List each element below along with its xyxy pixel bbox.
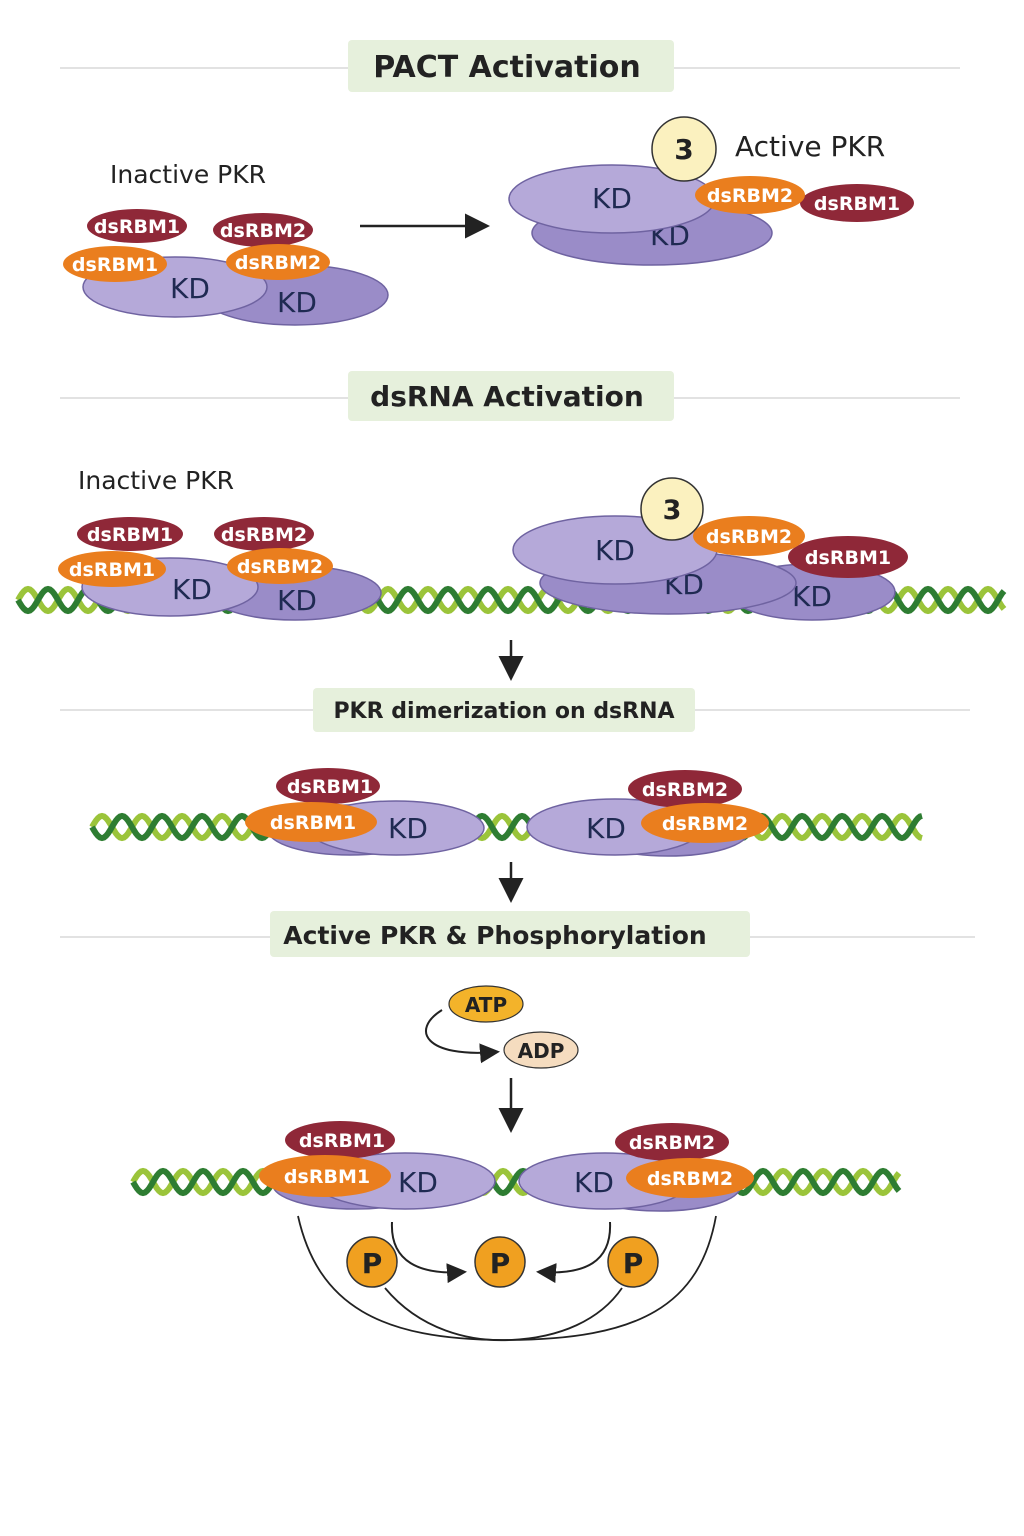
dsrbm1-label: dsRBM1 [805,547,891,569]
kd-label: KD [574,1166,614,1199]
pact-active-pkr: KD KD dsRBM1 dsRBM2 3 [508,116,914,266]
dsrbm2-label: dsRBM2 [235,252,321,274]
kd-label: KD [170,272,210,305]
adp-label: ADP [518,1039,565,1063]
phospho-arrow [536,1221,612,1284]
dsrbm2-domain [226,244,330,280]
dsrna-active-pkr: KD KD KD dsRBM1 dsRBM2 3 [512,477,908,621]
dsrbm2-domain [615,1123,729,1161]
dsrbm2-domain [641,803,769,843]
dsrna-helix [89,812,923,842]
dsrbm2-domain [227,548,333,584]
dsrna-header-box [348,371,674,421]
phospho-header-box [270,911,750,957]
section-phosphorylation: Active PKR & Phosphorylation ATP ADP KD … [60,911,975,1342]
dsrbm2-label: dsRBM2 [220,220,306,242]
pact-badge [640,477,704,541]
dsrbm1-domain [285,1121,395,1159]
dsrbm1-label: dsRBM1 [299,1130,385,1152]
dsrbm1-label: dsRBM1 [87,524,173,546]
dsrbm1-domain [87,209,187,243]
adp-molecule [503,1031,579,1069]
dsrbm2-domain [695,176,805,214]
rna-strand-dark [89,812,923,842]
section-dimerization: PKR dimerization on dsRNA KD dsRBM1 dsRB… [60,688,970,903]
phospho-title: Active PKR & Phosphorylation [283,921,706,950]
dsrbm1-domain [63,246,167,282]
dsrbm2-label: dsRBM2 [662,813,748,835]
rna-strand-dark [130,1167,902,1197]
phosphate-group [474,1236,526,1288]
phosphate-label: P [362,1247,383,1280]
section-pact: PACT Activation Inactive PKR KD KD dsRBM… [60,40,960,326]
phospho-left-pkr: KD dsRBM1 dsRBM1 [259,1121,496,1210]
dsrbm1-label: dsRBM1 [270,812,356,834]
dsrbm2-domain [693,516,805,556]
kd-label: KD [398,1166,438,1199]
dsrbm1-label: dsRBM1 [94,216,180,238]
dsrbm2-label: dsRBM2 [642,779,728,801]
dsrbm2-label: dsRBM2 [707,185,793,207]
dsrna-inactive-label: Inactive PKR [78,466,234,495]
kd-label: KD [592,182,632,215]
dsrbm1-domain [259,1155,391,1197]
dimer-left-pkr: KD dsRBM1 dsRBM1 [245,768,485,856]
phospho-arrow [390,1221,467,1284]
dsrbm1-domain [788,536,908,578]
pact-title: PACT Activation [373,50,640,85]
kd-label: KD [388,812,428,845]
dsrbm1-label: dsRBM1 [72,254,158,276]
kd-label: KD [172,573,212,606]
dsrbm1-domain [58,551,166,587]
dsrbm2-label: dsRBM2 [221,524,307,546]
kd-label: KD [277,286,317,319]
kd-label: KD [586,812,626,845]
dimerization-title: PKR dimerization on dsRNA [333,699,674,724]
dsrbm1-domain [77,517,183,551]
kd-label: KD [277,584,317,617]
dsrbm1-label: dsRBM1 [287,776,373,798]
kd-label: KD [595,534,635,567]
phosphate-label: P [623,1247,644,1280]
section-dsrna: dsRNA Activation Inactive PKR KD KD dsRB… [15,371,1007,681]
dsrbm2-domain [214,517,314,551]
dsrna-helix [130,1167,902,1197]
dsrbm1-domain [800,184,914,222]
dsrbm2-domain [628,770,742,808]
pact-badge-label: 3 [663,495,682,526]
pact-active-label: Active PKR [735,130,885,163]
dsrbm2-domain [213,213,313,247]
atp-label: ATP [465,993,507,1017]
dsrbm1-label: dsRBM1 [814,193,900,215]
dsrbm2-label: dsRBM2 [706,526,792,548]
atp-adp-arrow [425,1009,500,1064]
dsrna-title: dsRNA Activation [370,380,644,413]
dimer-right-pkr: KD dsRBM2 dsRBM2 [526,770,769,857]
dsrbm2-label: dsRBM2 [237,556,323,578]
pact-inactive-pkr: KD KD dsRBM1 dsRBM1 dsRBM2 dsRBM2 [63,209,389,326]
phosphate-group [607,1236,659,1288]
phosphate-group [346,1236,398,1288]
dsrna-inactive-pkr: KD KD dsRBM1 dsRBM1 dsRBM2 dsRBM2 [58,517,382,621]
dsrbm2-label: dsRBM2 [629,1132,715,1154]
pact-inactive-label: Inactive PKR [110,160,266,189]
dsrbm1-label: dsRBM1 [69,559,155,581]
dsrbm1-domain [276,768,380,804]
dsrbm2-label: dsRBM2 [647,1168,733,1190]
dsrbm1-label: dsRBM1 [284,1166,370,1188]
phospho-right-pkr: KD dsRBM2 dsRBM2 [518,1123,754,1212]
pact-badge [651,116,717,182]
dsrbm2-domain [626,1158,754,1198]
pact-badge-label: 3 [674,133,693,166]
atp-molecule [448,985,524,1023]
phosphate-label: P [490,1247,511,1280]
dimerization-header-box [313,688,695,732]
dsrbm1-domain [245,802,377,842]
pact-header-box [348,40,674,92]
phospho-loop [384,1287,623,1342]
kd-label: KD [792,580,832,613]
